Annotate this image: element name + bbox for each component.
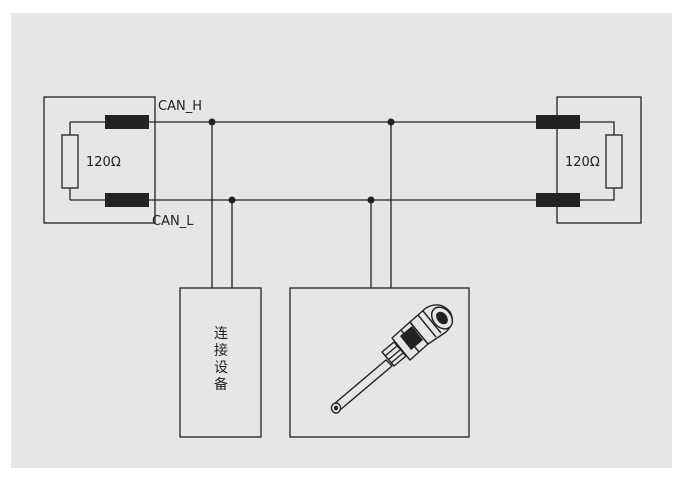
left-terminator: 120Ω [43, 96, 156, 224]
left-connector-h [105, 115, 149, 129]
right-connector-l [536, 193, 580, 207]
left-terminator-wiring [69, 121, 108, 201]
sensor-drop [367, 118, 395, 288]
junction-dot-l-1 [228, 196, 236, 204]
right-terminator-wiring [578, 121, 615, 201]
connected-device-drop [208, 118, 236, 288]
device-label-char-2: 接 [214, 342, 228, 359]
left-resistor-label: 120Ω [86, 155, 121, 170]
can-l-label: CAN_L [152, 214, 194, 229]
device-label-char-1: 连 [214, 326, 228, 342]
device-label-char-3: 设 [214, 360, 228, 376]
connected-device-box [179, 287, 262, 438]
left-resistor [61, 134, 79, 189]
right-connector-h [536, 115, 580, 129]
junction-dot-h-1 [208, 118, 216, 126]
device-label-char-4: 备 [214, 376, 228, 393]
junction-dot-l-2 [367, 196, 375, 204]
sensor-device [289, 287, 470, 438]
right-resistor [605, 134, 623, 189]
connected-device: 连 接 设 备 [179, 287, 262, 438]
sensor-probe-icon [330, 304, 454, 414]
right-terminator-box [556, 96, 642, 224]
left-connector-l [105, 193, 149, 207]
left-terminator-box [43, 96, 156, 224]
junction-dot-h-2 [387, 118, 395, 126]
right-terminator: 120Ω [536, 96, 642, 224]
right-resistor-label: 120Ω [565, 155, 600, 170]
can-h-label: CAN_H [158, 99, 202, 114]
